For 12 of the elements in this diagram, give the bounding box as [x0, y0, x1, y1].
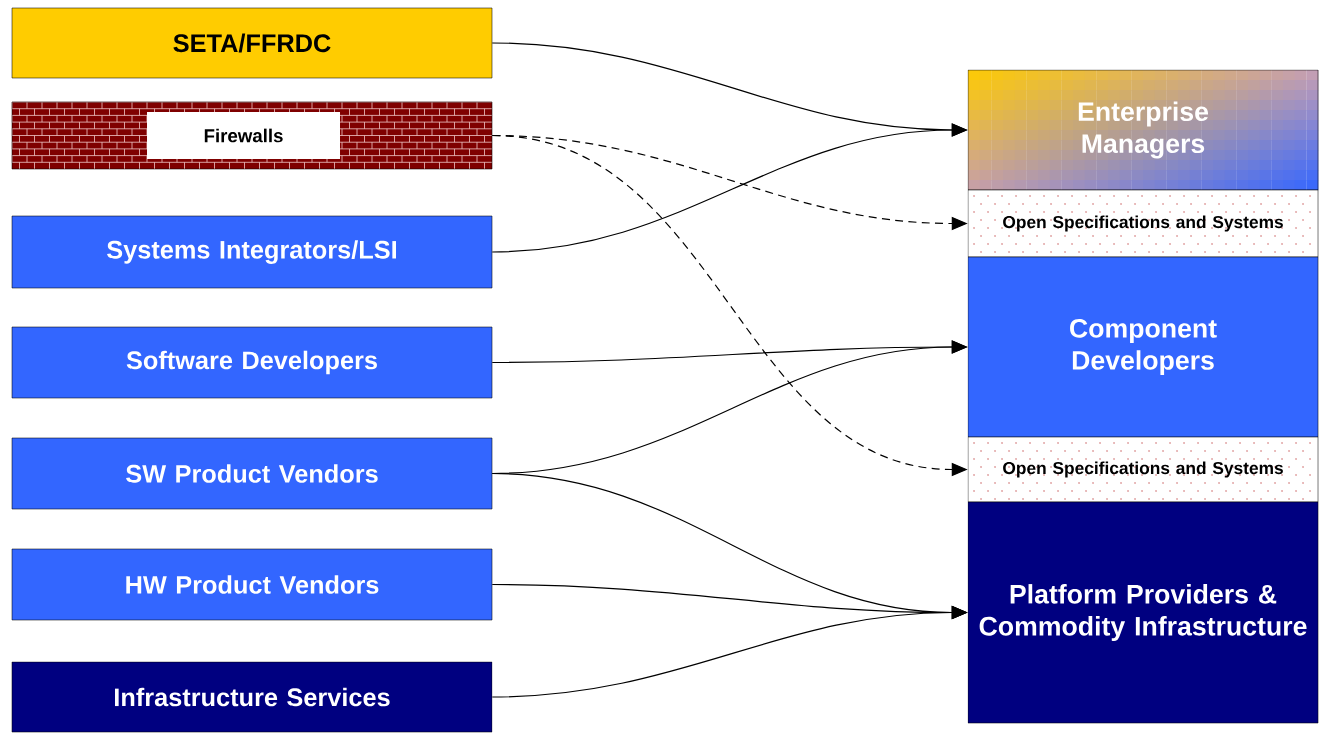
- layer-box: Enterprise Managers: [967, 69, 1319, 191]
- actor-box: Software Developers: [11, 326, 493, 399]
- layer-band: Open Specifications and Systems: [967, 189, 1319, 258]
- firewall-band: Firewalls: [11, 101, 493, 170]
- actor-box: Systems Integrators/LSI: [11, 215, 493, 289]
- actor-box: HW Product Vendors: [11, 548, 493, 621]
- actor-box: SETA/FFRDC: [11, 7, 493, 79]
- layer-box: Component Developers: [967, 256, 1319, 438]
- layer-band: Open Specifications and Systems: [967, 436, 1319, 503]
- actor-box: Infrastructure Services: [11, 661, 493, 733]
- layer-box: Platform Providers & Commodity Infrastructure: [967, 501, 1319, 724]
- actor-box: SW Product Vendors: [11, 437, 493, 510]
